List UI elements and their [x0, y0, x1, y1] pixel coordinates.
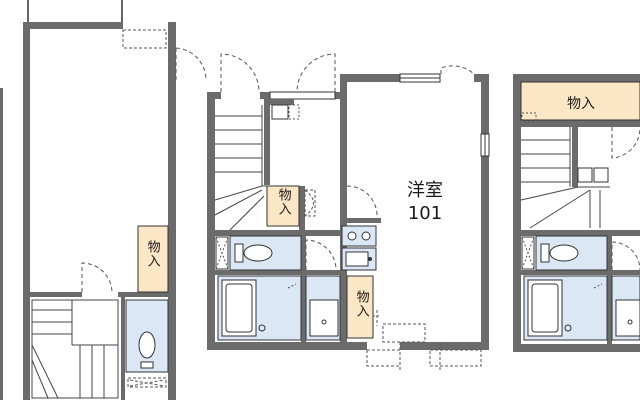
staircase: [31, 299, 119, 399]
wall: [299, 186, 305, 230]
wall: [521, 230, 640, 236]
wall: [118, 292, 168, 297]
wall: [215, 270, 347, 275]
door-opening: [122, 29, 167, 49]
toilet: [138, 331, 156, 359]
wall: [30, 292, 82, 297]
wall: [513, 344, 640, 352]
storage-closet: [137, 225, 169, 293]
wall: [168, 22, 176, 400]
wall: [207, 342, 367, 350]
wall: [0, 88, 3, 400]
wall: [521, 120, 640, 127]
wall: [301, 236, 306, 342]
storage-label-center-lower: 物入: [353, 290, 369, 318]
wall: [481, 74, 489, 350]
wall: [207, 92, 221, 99]
wall: [23, 22, 123, 29]
wall: [474, 74, 489, 82]
wall: [23, 22, 30, 400]
storage-label-left: 物入: [144, 240, 160, 268]
room-name: 洋室: [407, 180, 443, 201]
wall: [340, 74, 347, 224]
storage-closet: [266, 185, 300, 227]
wall: [400, 342, 489, 350]
wall: [264, 99, 294, 105]
wall: [607, 236, 612, 344]
unit-center: [207, 53, 490, 372]
wall: [260, 92, 270, 99]
unit-left: [0, 0, 207, 400]
storage-closet: [346, 275, 374, 339]
wall: [340, 74, 400, 82]
wall: [340, 218, 347, 342]
kitchen-stove: [341, 225, 377, 247]
unit-right: [513, 74, 640, 352]
wall: [121, 297, 125, 400]
wall: [215, 230, 347, 236]
room-number: 101: [407, 202, 443, 224]
wall: [264, 99, 270, 185]
storage-label-center-upper: 物入: [275, 188, 291, 216]
toilet: [549, 244, 579, 262]
staircase: [214, 105, 299, 231]
wall: [521, 270, 640, 275]
wall: [335, 92, 347, 99]
storage-closet: [520, 81, 640, 121]
wall: [347, 218, 381, 223]
staircase: [520, 127, 610, 229]
room-label: 洋室 101: [399, 180, 451, 225]
toilet: [243, 244, 273, 262]
wall: [513, 74, 521, 352]
wall: [513, 74, 640, 82]
storage-label-right: 物入: [567, 96, 595, 112]
wall: [207, 92, 215, 350]
wall: [572, 127, 578, 187]
